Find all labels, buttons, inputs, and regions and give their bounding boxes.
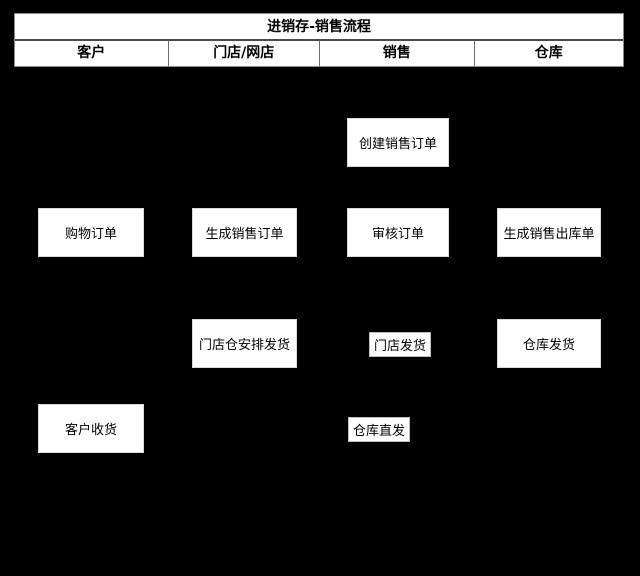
lane-header-customer: 客户	[15, 41, 169, 66]
node-shopping-order[interactable]: 购物订单	[38, 208, 144, 257]
lane-header-store: 门店/网店	[168, 41, 320, 66]
diagram-title: 进销存-销售流程	[15, 14, 623, 41]
swimlane-header-table: 进销存-销售流程 客户 门店/网店 销售 仓库	[14, 13, 624, 67]
lane-header-sales: 销售	[320, 41, 475, 66]
node-review-order[interactable]: 审核订单	[347, 208, 449, 257]
node-generate-outbound-order[interactable]: 生成销售出库单	[497, 208, 601, 257]
swimlane-header-row: 客户 门店/网店 销售 仓库	[15, 41, 624, 66]
lane-header-warehouse: 仓库	[474, 41, 624, 66]
node-customer-receive-goods[interactable]: 客户收货	[38, 404, 144, 453]
node-warehouse-direct-shipment[interactable]: 仓库直发	[348, 417, 410, 442]
node-store-shipment[interactable]: 门店发货	[369, 332, 431, 357]
node-store-warehouse-arrange-shipment[interactable]: 门店仓安排发货	[192, 319, 297, 368]
node-create-sales-order[interactable]: 创建销售订单	[347, 118, 449, 167]
node-warehouse-shipment[interactable]: 仓库发货	[497, 319, 601, 368]
node-generate-sales-order[interactable]: 生成销售订单	[192, 208, 297, 257]
